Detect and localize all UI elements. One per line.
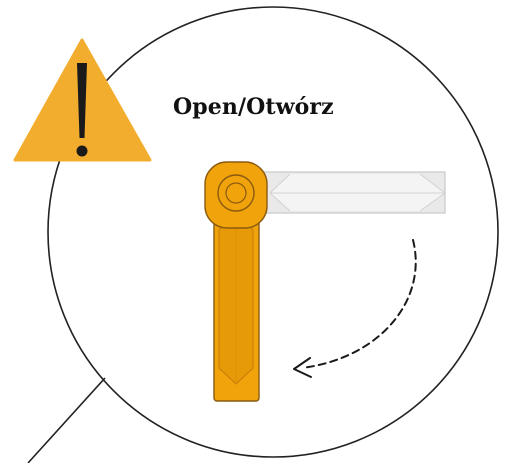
closed-handle-position [261,171,446,214]
curved-dashed-arrow-icon [293,239,417,378]
magnifier-circle [47,6,499,458]
warning-triangle-icon [13,38,152,162]
open-handle [204,161,268,402]
callout-leader-line [27,377,106,463]
open-instruction-label: Open/Otwórz [173,94,334,120]
